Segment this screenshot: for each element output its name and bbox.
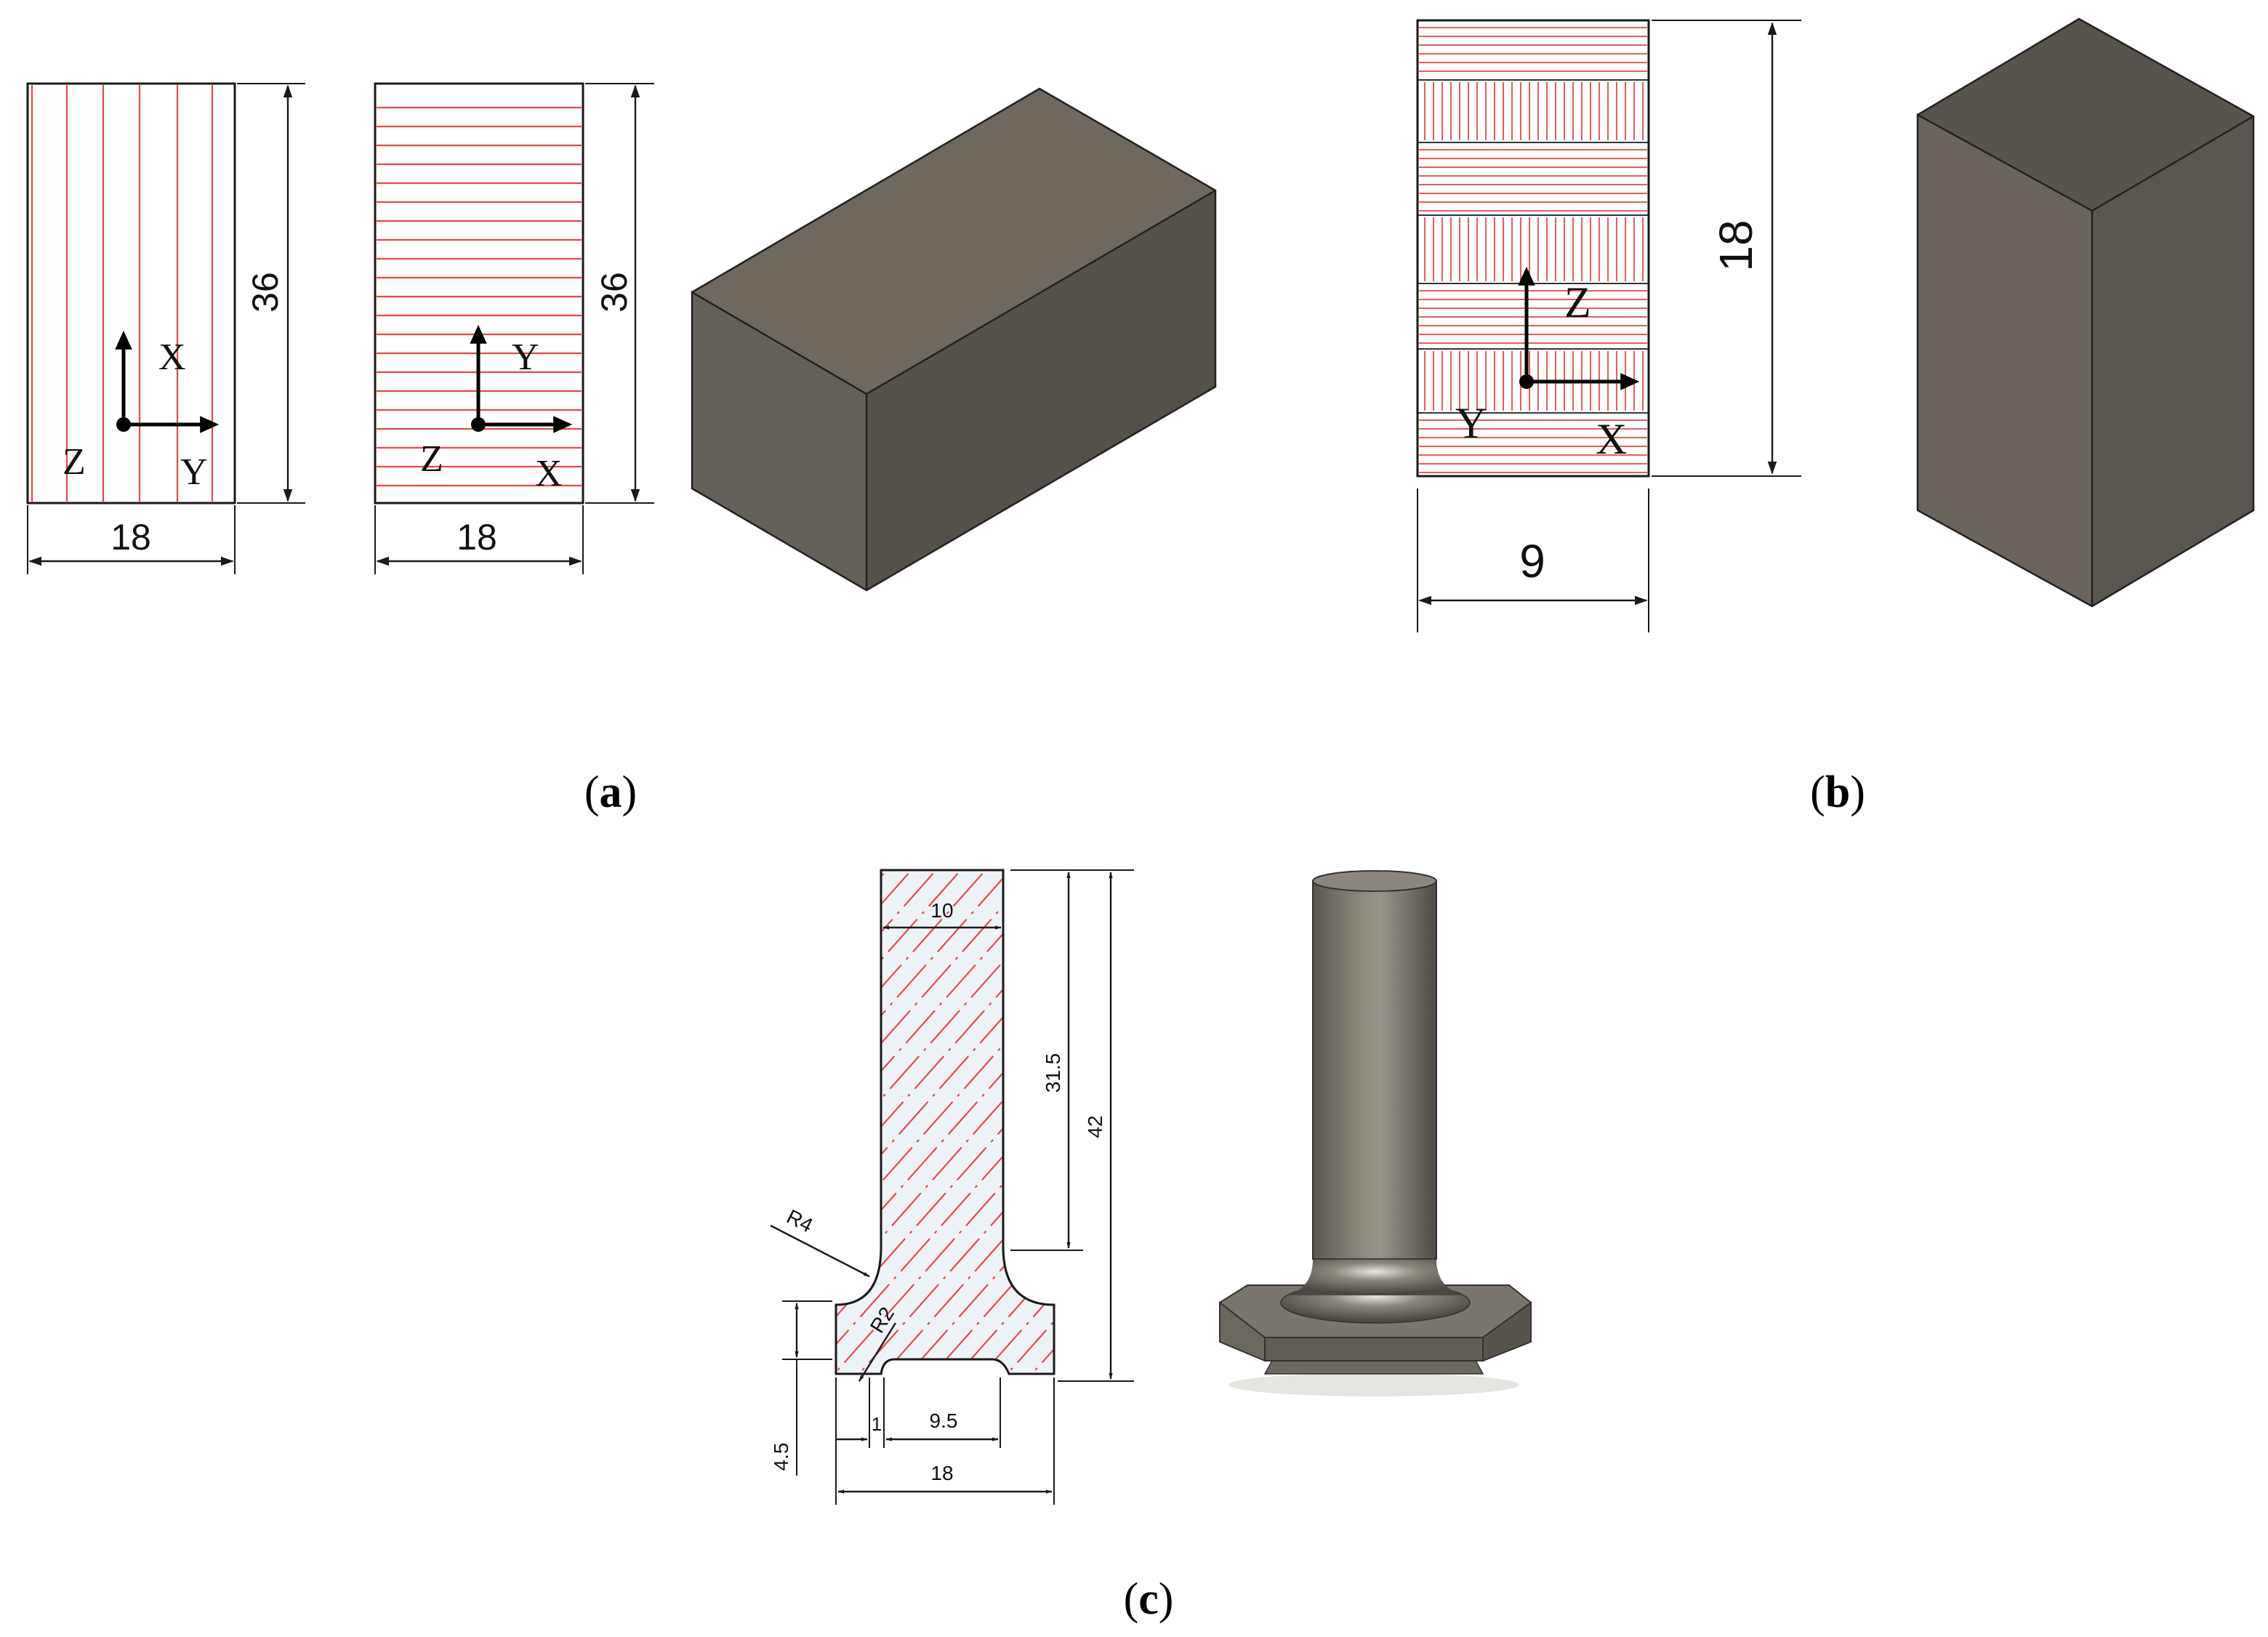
panel-a-view1: X Y Z 36 18 (26, 82, 305, 574)
hatch-line (836, 870, 1054, 1374)
height-dimension-label: 36 (245, 272, 286, 313)
panel-b: Z X Y 18 9 (b) (1416, 17, 2255, 817)
fillet-large-leader (770, 1224, 870, 1278)
hatch-line (836, 870, 1054, 1374)
panel-a-block-3d (691, 87, 1217, 592)
panel-b-block-3d (1916, 17, 2255, 608)
hatch-line (836, 870, 1054, 1374)
hatch-alternating-layers (1418, 27, 1649, 477)
hatch-line (836, 870, 1054, 1374)
hatch-line (220, 800, 801, 1454)
panel-c-specimen-3d (1218, 870, 1532, 1396)
section-fill (836, 870, 1054, 1374)
block-top-face (1918, 19, 2253, 211)
fillet-large-label: R4 (783, 1205, 816, 1237)
inner-width-label: 9.5 (930, 1409, 958, 1432)
top-width-label: 10 (930, 899, 953, 922)
specimen-base-front-face (1264, 1337, 1484, 1362)
hatch-line (145, 800, 727, 1454)
specimen-shadow (1228, 1373, 1519, 1396)
hatch-line (836, 870, 876, 1374)
caption-a: (a) (584, 768, 637, 817)
block-side-face (2092, 116, 2253, 606)
caption-b-letter: b (1825, 768, 1850, 817)
axis-up-label: X (158, 337, 186, 378)
hatch-vertical (31, 85, 214, 502)
fillet-small-leader (858, 1322, 897, 1382)
base-height-label: 4.5 (770, 1443, 792, 1471)
caption-a-letter: a (600, 768, 622, 817)
section-outline (1416, 19, 1650, 478)
section-outline (835, 869, 1055, 1375)
axis-up-label: Z (1564, 278, 1591, 326)
axis-right-label: Y (180, 451, 208, 493)
axis-right-label: X (535, 453, 563, 494)
axis-origin-label: Z (63, 441, 86, 483)
panel-c-section: 10 31.5 42 R4 R2 4.5 (145, 800, 1134, 1505)
height-dimension-label: 18 (1710, 220, 1762, 271)
hatch-line (936, 870, 1054, 1374)
block-top-face (692, 89, 1215, 394)
hatch-line (836, 870, 1054, 1374)
hatch-line (911, 870, 1054, 1374)
axis-origin-label: Z (420, 438, 443, 480)
caption-c: (c) (1124, 1574, 1174, 1624)
hatch-line (837, 870, 1054, 1374)
specimen-cylinder-body (1312, 880, 1437, 1260)
hatch-line (886, 870, 1054, 1374)
width-dimension-label: 18 (110, 517, 151, 558)
hatch-line (195, 800, 776, 1454)
block-front-face (692, 292, 866, 590)
block-side-face (866, 190, 1215, 590)
panel-c: 10 31.5 42 R4 R2 4.5 (145, 800, 1532, 1624)
section-outline (374, 82, 584, 504)
stem-height-label: 31.5 (1042, 1053, 1064, 1093)
width-dimension-label: 18 (457, 517, 497, 558)
axis-right-label: X (1596, 415, 1627, 463)
axis-origin-dot (1519, 374, 1534, 389)
hatch-line (836, 870, 851, 1374)
specimen-base-right-face (1482, 1301, 1532, 1362)
gap-label: 1 (872, 1413, 882, 1435)
hatch-line (861, 870, 1054, 1374)
hatch-line (836, 870, 1054, 1374)
axis-origin-label: Y (1455, 399, 1487, 447)
hatch-line (170, 800, 752, 1454)
axis-origin-dot (471, 417, 486, 432)
width-dimension-label: 9 (1519, 535, 1545, 587)
hatch-line (244, 800, 826, 1454)
total-height-label: 42 (1084, 1115, 1106, 1138)
section-outline (26, 82, 236, 504)
specimen-fillet-neck (1287, 1259, 1464, 1295)
caption-b: (b) (1810, 768, 1865, 817)
panel-a-view2: Y X Z 36 18 (374, 82, 654, 574)
base-width-label: 18 (930, 1462, 953, 1484)
axis-origin-dot (116, 417, 131, 432)
caption-c-letter: c (1138, 1574, 1159, 1624)
panel-b-view: Z X Y 18 9 (1416, 19, 1801, 632)
panel-a: X Y Z 36 18 Y X Z 36 (26, 82, 1217, 817)
hatch-line (836, 870, 1054, 1374)
axis-up-label: Y (512, 337, 539, 378)
height-dimension-label: 36 (594, 272, 635, 313)
hatch-line (836, 870, 901, 1374)
specimen-cylinder-top (1312, 870, 1437, 892)
block-front-face (1918, 115, 2092, 606)
